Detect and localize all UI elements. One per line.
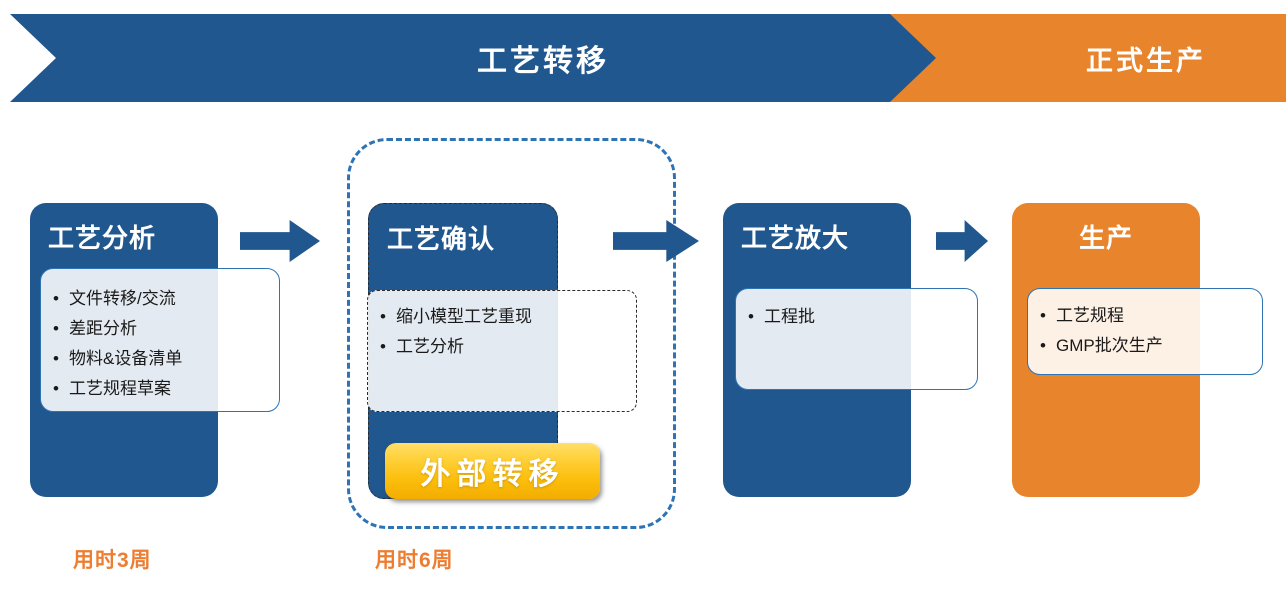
bullet-item: 工艺规程草案 xyxy=(49,374,275,404)
bullet-item: 物料&设备清单 xyxy=(49,344,275,374)
bullet-item: 工艺分析 xyxy=(376,332,632,362)
stage-title-process-analysis: 工艺分析 xyxy=(48,223,157,253)
banner-official-production-label: 正式生产 xyxy=(1086,45,1206,76)
duration-label-stage2: 用时6周 xyxy=(375,549,454,572)
bullet-item: 文件转移/交流 xyxy=(49,284,275,314)
bullet-item: 差距分析 xyxy=(49,314,275,344)
bullet-list-process-scaleup: 工程批 xyxy=(744,302,973,332)
banner-chevron-process-transfer: 工艺转移 xyxy=(10,14,998,102)
bullet-item: 工程批 xyxy=(744,302,973,332)
bullet-item: 缩小模型工艺重现 xyxy=(376,302,632,332)
banner-chevron-official-production: 正式生产 xyxy=(890,14,1286,102)
external-transfer-dashed-outline xyxy=(347,138,676,529)
external-transfer-badge: 外部转移 xyxy=(385,443,600,499)
detail-panel-process-scaleup: 工程批 xyxy=(735,288,978,390)
flow-arrow-icon xyxy=(240,220,320,262)
stage-title-production: 生产 xyxy=(1078,223,1133,253)
stage-title-process-scaleup: 工艺放大 xyxy=(741,223,850,253)
bullet-list-process-analysis: 文件转移/交流 差距分析 物料&设备清单 工艺规程草案 xyxy=(49,284,275,404)
stage-title-process-confirmation: 工艺确认 xyxy=(387,224,496,254)
flow-arrow-icon xyxy=(936,220,988,262)
banner-process-transfer-label: 工艺转移 xyxy=(477,45,609,78)
detail-panel-process-confirmation: 缩小模型工艺重现 工艺分析 xyxy=(367,290,637,412)
detail-panel-production: 工艺规程 GMP批次生产 xyxy=(1027,288,1263,375)
detail-panel-process-analysis: 文件转移/交流 差距分析 物料&设备清单 工艺规程草案 xyxy=(40,268,280,412)
bullet-item: GMP批次生产 xyxy=(1036,331,1258,361)
bullet-item: 工艺规程 xyxy=(1036,301,1258,331)
bullet-list-production: 工艺规程 GMP批次生产 xyxy=(1036,301,1258,361)
bullet-list-process-confirmation: 缩小模型工艺重现 工艺分析 xyxy=(376,302,632,362)
duration-label-stage1: 用时3周 xyxy=(73,549,152,572)
